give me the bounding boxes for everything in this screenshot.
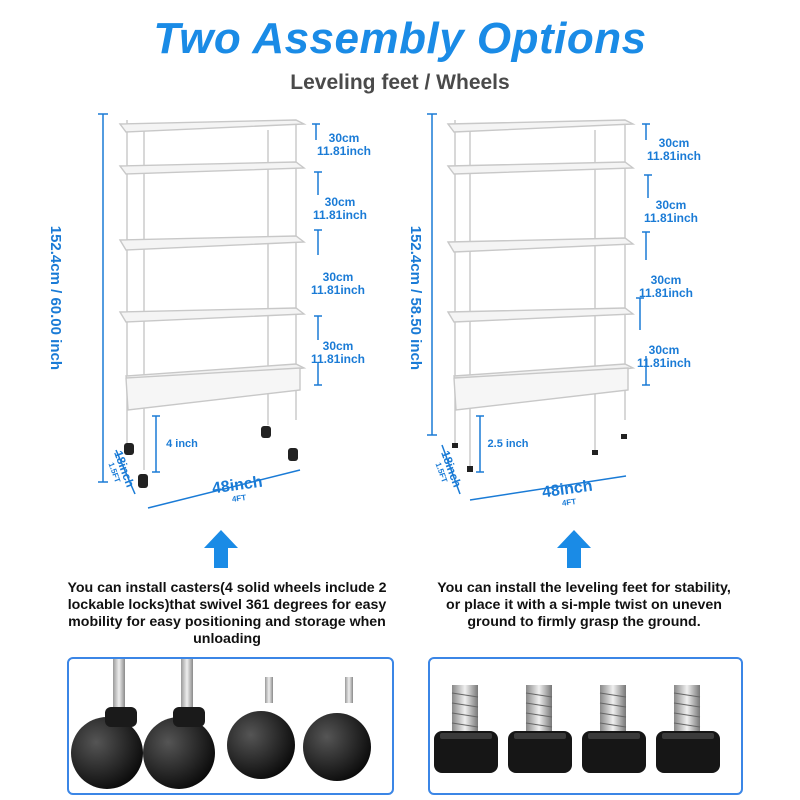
height-label: 152.4cm / 58.50 inch: [406, 225, 424, 370]
casters-photo: [67, 657, 394, 795]
wheels-shelf-drawing: [98, 113, 322, 509]
height-label: 152.4cm / 60.00 inch: [46, 225, 64, 370]
page-subtitle: Leveling feet / Wheels: [290, 71, 510, 94]
leveling-feet-photo: [428, 657, 743, 795]
up-arrow-icon: [557, 530, 591, 568]
casters-description: You can install casters(4 solid wheels i…: [67, 580, 387, 648]
leveling-shelf-drawing: [427, 113, 652, 501]
clearance-label: 4 inch: [166, 438, 198, 450]
up-arrow-icon: [204, 530, 238, 568]
clearance-label: 2.5 inch: [487, 438, 529, 450]
page-title: Two Assembly Options: [153, 14, 647, 63]
leveling-feet-illustration: [434, 685, 720, 773]
casters-illustration: [71, 659, 371, 789]
leveling-feet-description: You can install the leveling feet for st…: [437, 580, 731, 631]
